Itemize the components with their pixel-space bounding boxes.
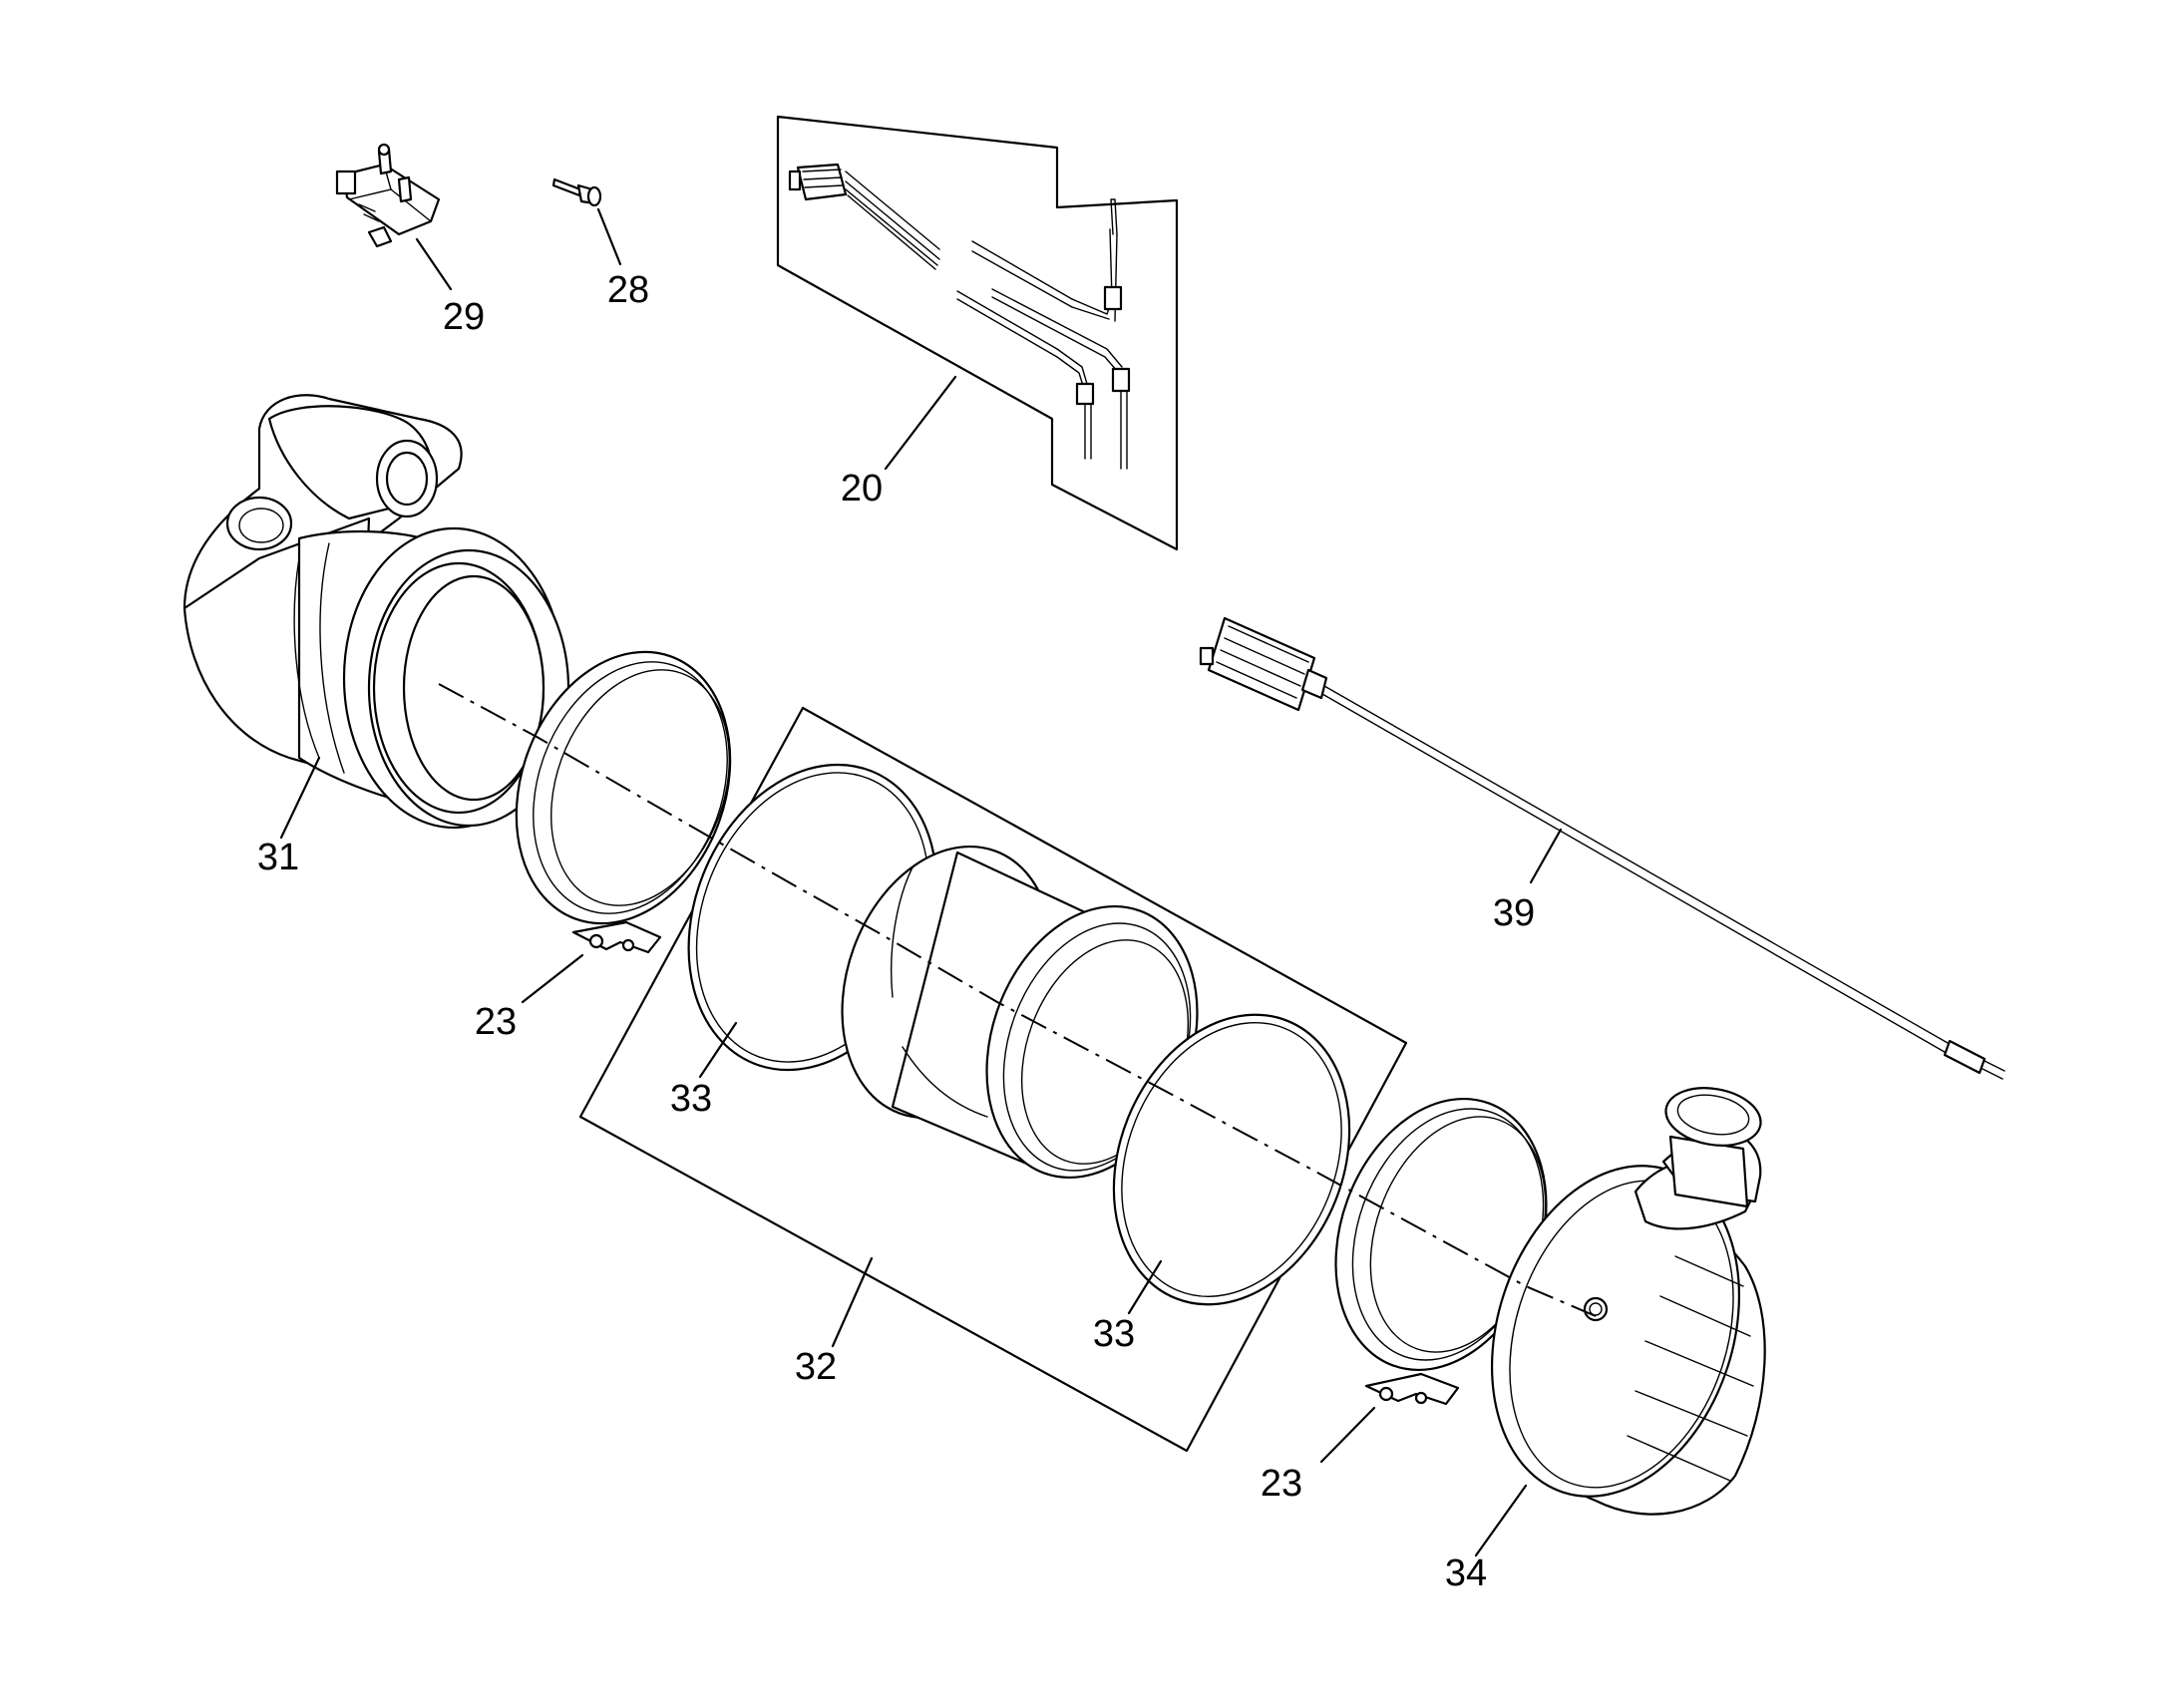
bolt-part xyxy=(551,177,602,207)
callout-23-lower: 23 xyxy=(1261,1463,1302,1505)
callout-32: 32 xyxy=(795,1346,837,1388)
leader-32 xyxy=(831,1256,874,1348)
outlet-housing-part xyxy=(1490,1087,1766,1516)
callout-39: 39 xyxy=(1493,892,1535,934)
callout-23-upper: 23 xyxy=(475,1001,517,1043)
leader-28 xyxy=(596,207,622,266)
callout-31: 31 xyxy=(257,837,299,878)
callout-33-left: 33 xyxy=(670,1078,712,1120)
filter-assembly-boundary xyxy=(578,706,1408,1453)
sensor-module-part xyxy=(1199,616,2005,1080)
harness-kit-boundary xyxy=(776,115,1179,551)
leader-20 xyxy=(884,375,957,471)
assembly-centerline xyxy=(438,683,1597,1317)
callout-33-right: 33 xyxy=(1093,1313,1135,1355)
callout-29: 29 xyxy=(443,296,485,338)
leader-31 xyxy=(279,756,321,840)
leader-23-lower xyxy=(1319,1406,1376,1464)
gasket-right-part xyxy=(1112,1013,1351,1306)
pressure-sensor-part xyxy=(335,143,441,248)
leader-34 xyxy=(1474,1484,1528,1557)
inlet-housing-part xyxy=(182,394,570,830)
leader-29 xyxy=(415,237,453,291)
leader-39 xyxy=(1529,828,1563,884)
leader-33-left xyxy=(698,1021,738,1079)
callout-20: 20 xyxy=(841,468,883,510)
leader-33-right xyxy=(1127,1259,1163,1315)
callout-28: 28 xyxy=(607,269,649,311)
callout-34: 34 xyxy=(1445,1552,1487,1594)
harness-kit-parts xyxy=(788,163,1131,470)
leader-23-upper xyxy=(521,953,584,1004)
